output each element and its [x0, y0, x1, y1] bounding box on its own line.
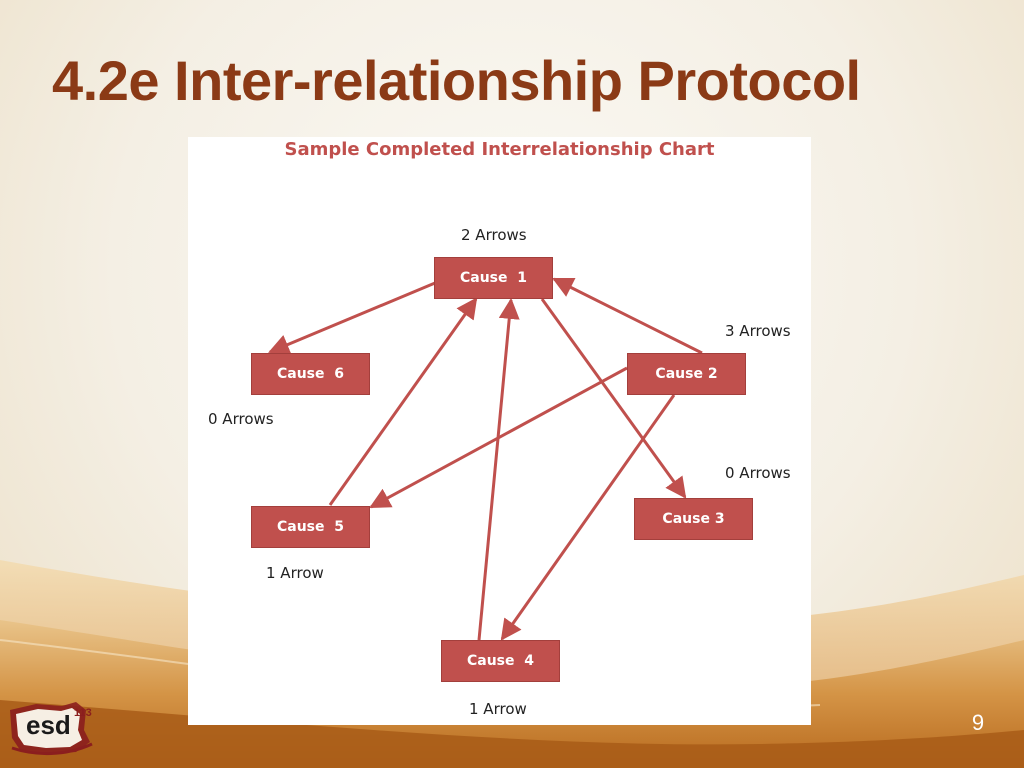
cause-6-box: Cause 6 — [251, 353, 370, 395]
cause-3-arrow-count: 0 Arrows — [725, 464, 791, 482]
cause-2-box: Cause 2 — [627, 353, 746, 395]
cause-3-box: Cause 3 — [634, 498, 753, 540]
cause-6-arrow-count: 0 Arrows — [208, 410, 274, 428]
cause-1-arrow-count: 2 Arrows — [461, 226, 527, 244]
chart-title: Sample Completed Interrelationship Chart — [284, 139, 715, 160]
cause-5-arrow-count: 1 Arrow — [266, 564, 324, 582]
arrow-cause2-to-cause1 — [552, 277, 703, 355]
arrow-cause4-to-cause1 — [477, 297, 520, 641]
cause-1-box: Cause 1 — [434, 257, 553, 299]
logo-text: esd — [26, 710, 71, 740]
logo-number: 113 — [74, 707, 92, 719]
cause-4-arrow-count: 1 Arrow — [469, 700, 527, 718]
cause-4-box: Cause 4 — [441, 640, 560, 682]
page-number: 9 — [971, 710, 985, 735]
cause-2-arrow-count: 3 Arrows — [725, 322, 791, 340]
cause-5-box: Cause 5 — [251, 506, 370, 548]
arrow-cause5-to-cause1 — [328, 297, 478, 506]
arrow-cause2-to-cause4 — [500, 394, 676, 641]
interrelationship-chart: Sample Completed Interrelationship Chart… — [188, 137, 811, 725]
arrow-cause1-to-cause6 — [268, 281, 436, 355]
arrow-cause1-to-cause3 — [540, 298, 687, 499]
esd-logo: esd 113 — [6, 690, 106, 760]
relationship-arrows — [268, 277, 703, 641]
slide-title: 4.2e Inter-relationship Protocol — [52, 49, 861, 112]
